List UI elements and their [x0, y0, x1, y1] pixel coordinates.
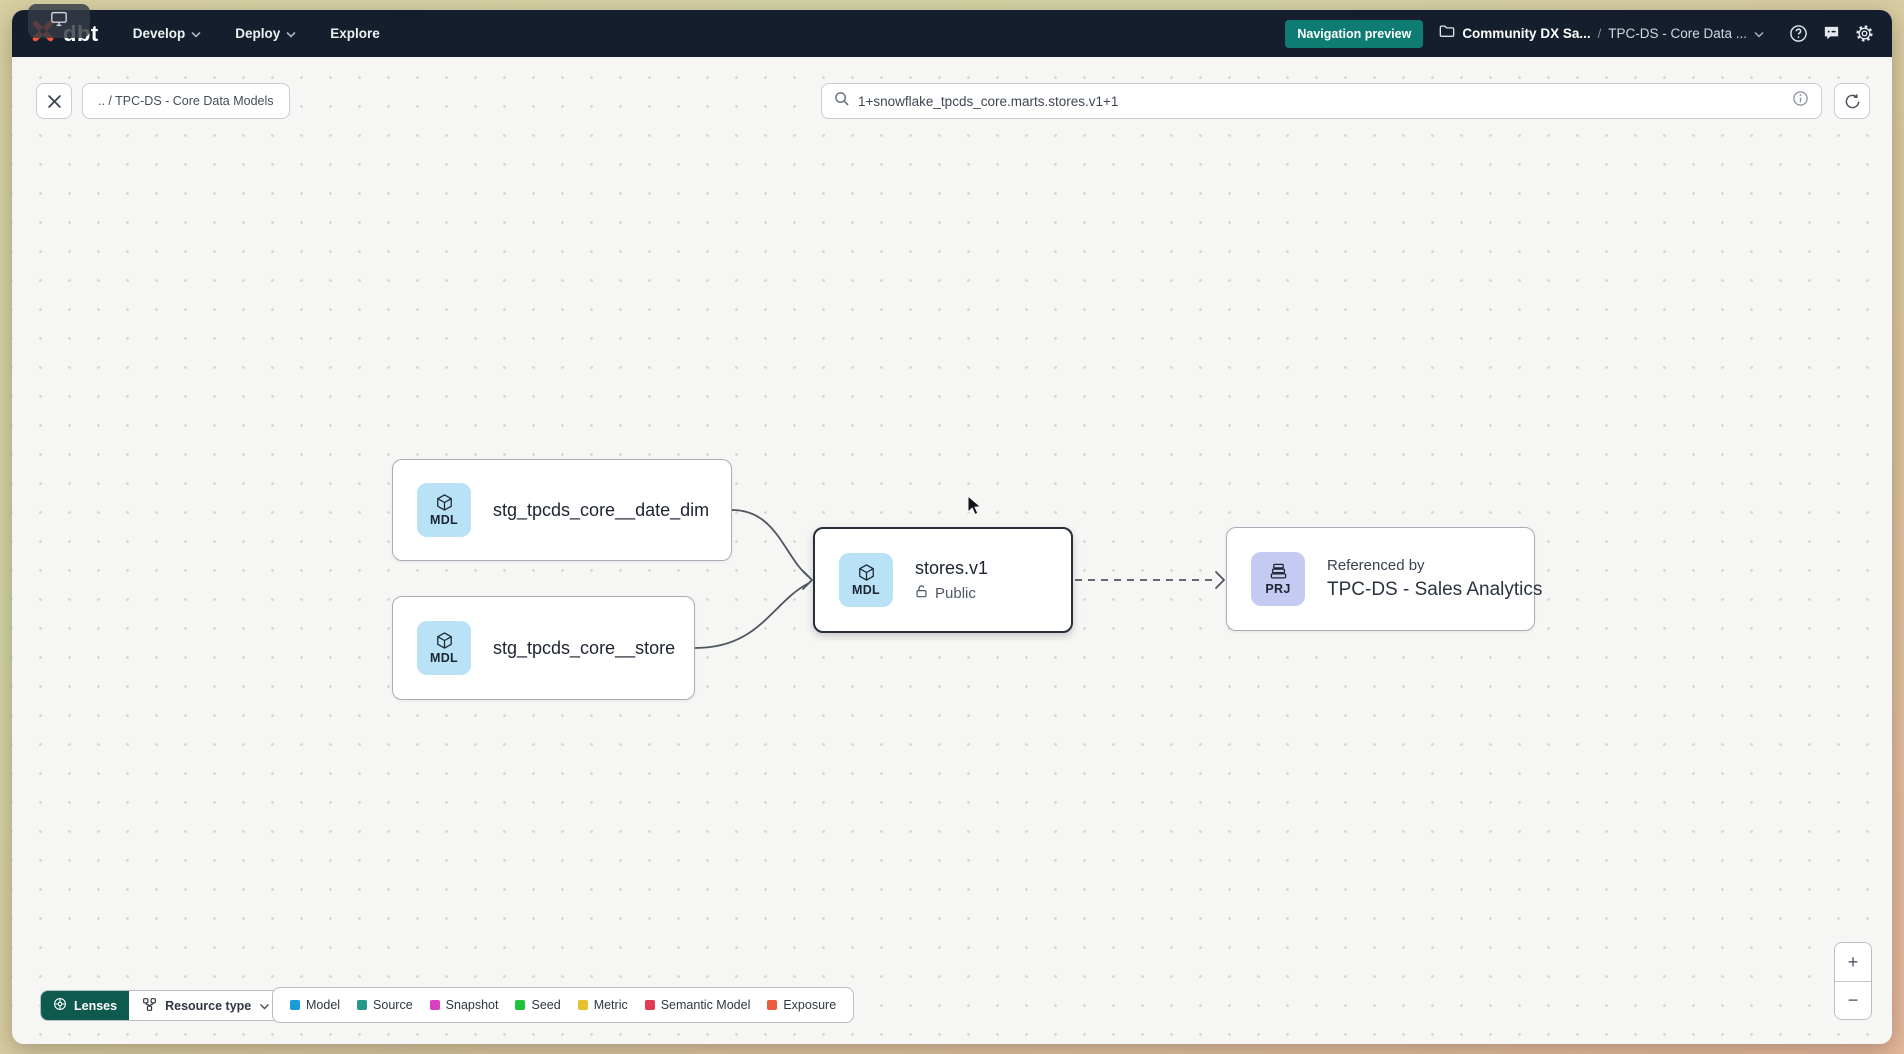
unlock-icon [915, 584, 928, 602]
help-icon[interactable] [1788, 24, 1808, 44]
model-icon: MDL [417, 621, 471, 675]
menu-develop-label: Develop [132, 26, 186, 41]
legend-swatch [644, 1000, 655, 1010]
legend-item-model: Model [290, 998, 340, 1012]
node-stg-tpcds-core-store[interactable]: MDL stg_tpcds_core__store [392, 596, 695, 700]
node-access: Public [915, 584, 988, 602]
chevron-down-icon [259, 999, 270, 1013]
search-icon [834, 91, 849, 111]
lineage-path-chip[interactable]: .. / TPC-DS - Core Data Models [82, 83, 290, 119]
navigation-preview-badge[interactable]: Navigation preview [1285, 19, 1424, 48]
menu-explore-label: Explore [330, 26, 380, 41]
resource-legend: Model Source Snapshot Seed Metric Semant… [272, 987, 855, 1023]
menu-deploy-label: Deploy [235, 26, 281, 41]
close-lineage-button[interactable] [36, 83, 72, 119]
legend-item-seed: Seed [515, 998, 561, 1012]
edge-arrowhead [802, 570, 813, 590]
menu-develop[interactable]: Develop [133, 26, 202, 41]
legend-label: Metric [593, 998, 628, 1012]
chevron-down-icon [191, 26, 201, 41]
breadcrumb[interactable]: Community DX Sa... / TPC-DS - Core Data … [1439, 24, 1764, 43]
resource-type-label: Resource type [165, 998, 252, 1013]
lenses-label: Lenses [74, 998, 118, 1013]
node-label: stg_tpcds_core__date_dim [493, 499, 710, 520]
refresh-button[interactable] [1834, 83, 1870, 119]
legend-label: Semantic Model [660, 998, 751, 1012]
legend-swatch [577, 1000, 588, 1010]
legend-swatch [515, 1000, 526, 1010]
node-badge: MDL [852, 583, 880, 597]
breadcrumb-project: Community DX Sa... [1462, 26, 1591, 41]
legend-label: Exposure [783, 998, 837, 1012]
legend-item-semantic-model: Semantic Model [644, 998, 751, 1012]
breadcrumb-separator: / [1597, 26, 1602, 41]
node-label: stg_tpcds_core__store [493, 637, 676, 658]
main-menu: Develop Deploy Explore [133, 26, 380, 41]
menu-explore[interactable]: Explore [330, 26, 380, 41]
edge-store-to-stores [694, 582, 810, 649]
node-label: stores.v1 [915, 558, 989, 578]
legend-label: Snapshot [445, 998, 499, 1012]
legend-label: Model [306, 998, 341, 1012]
node-overline: Referenced by [1327, 557, 1425, 574]
legend-item-source: Source [357, 998, 413, 1012]
legend-swatch [290, 1000, 300, 1010]
resource-type-icon [142, 997, 157, 1015]
zoom-controls: + − [1834, 942, 1872, 1020]
node-badge: PRJ [1265, 582, 1291, 596]
model-icon: MDL [839, 553, 893, 607]
node-badge: MDL [430, 651, 458, 665]
breadcrumb-section: TPC-DS - Core Data ... [1608, 26, 1747, 41]
navbar-right: Navigation preview Community DX Sa... / … [1285, 19, 1874, 48]
lineage-search-bar[interactable] [821, 83, 1822, 119]
screen-share-indicator [28, 4, 90, 38]
project-icon: PRJ [1251, 552, 1305, 606]
settings-gear-icon[interactable] [1854, 24, 1874, 44]
model-icon: MDL [417, 483, 471, 537]
edge-date-dim-to-stores [731, 509, 810, 578]
lens-icon [53, 997, 67, 1014]
feedback-icon[interactable] [1821, 24, 1841, 44]
node-referenced-by-project[interactable]: PRJ Referenced by TPC-DS - Sales Analyti… [1226, 527, 1542, 631]
chevron-down-icon [286, 26, 296, 41]
mouse-cursor [965, 494, 985, 522]
folder-icon [1439, 24, 1455, 43]
lineage-search-input[interactable] [858, 93, 1783, 109]
legend-item-exposure: Exposure [767, 998, 836, 1012]
menu-deploy[interactable]: Deploy [235, 26, 296, 41]
lineage-canvas[interactable]: .. / TPC-DS - Core Data Models [12, 57, 1892, 1044]
app-window: dbt Develop Deploy Explore Navigation pr… [12, 10, 1892, 1044]
node-access-label: Public [935, 584, 976, 602]
monitor-icon [49, 11, 69, 32]
lenses-control-group: Lenses Resource type [40, 990, 285, 1021]
node-stores-v1[interactable]: MDL stores.v1 Public [813, 527, 1073, 633]
legend-label: Seed [531, 998, 561, 1012]
legend-item-snapshot: Snapshot [429, 998, 499, 1012]
navbar-icon-group [1788, 24, 1874, 44]
resource-type-dropdown[interactable]: Resource type [129, 991, 284, 1020]
legend-label: Source [373, 998, 413, 1012]
node-stg-tpcds-core-date-dim[interactable]: MDL stg_tpcds_core__date_dim [392, 459, 732, 561]
lenses-button[interactable]: Lenses [41, 991, 130, 1020]
legend-item-metric: Metric [577, 998, 628, 1012]
zoom-in-button[interactable]: + [1835, 943, 1871, 981]
zoom-out-button[interactable]: − [1835, 981, 1871, 1019]
legend-swatch [767, 1000, 778, 1010]
legend-swatch [357, 1000, 368, 1010]
top-navbar: dbt Develop Deploy Explore Navigation pr… [12, 10, 1892, 57]
node-badge: MDL [430, 513, 458, 527]
chevron-down-icon [1754, 25, 1764, 43]
legend-swatch [429, 1000, 440, 1010]
edge-arrowhead [1215, 571, 1225, 589]
info-icon[interactable] [1792, 90, 1809, 112]
node-label: TPC-DS - Sales Analytics [1327, 579, 1543, 600]
